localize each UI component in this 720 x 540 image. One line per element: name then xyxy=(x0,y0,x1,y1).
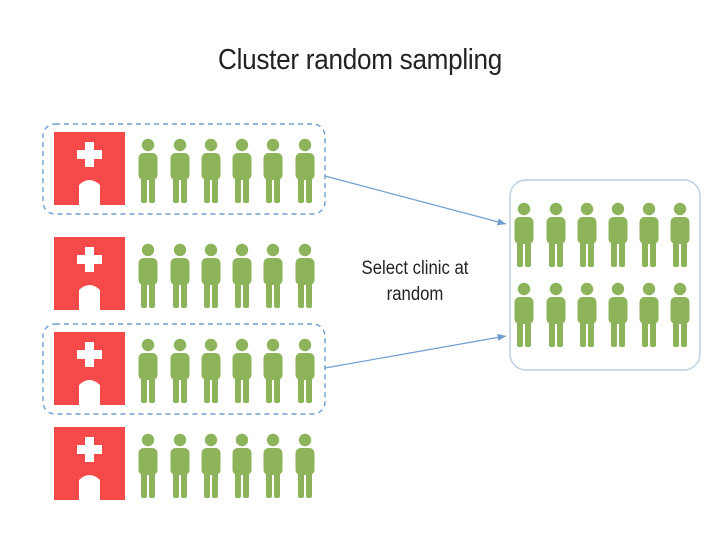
hospital-icon xyxy=(54,332,125,405)
selected-sample xyxy=(509,179,701,371)
person-icon xyxy=(201,433,221,498)
clinic-row xyxy=(54,427,315,500)
clinic-rows xyxy=(42,123,326,500)
person-icon xyxy=(639,282,659,347)
person-icon xyxy=(138,243,158,308)
person-icon xyxy=(201,338,221,403)
person-icon xyxy=(170,433,190,498)
person-icon xyxy=(263,338,283,403)
selection-arrow xyxy=(324,333,507,369)
person-icon xyxy=(670,202,690,267)
person-icon xyxy=(263,243,283,308)
person-icon xyxy=(232,138,252,203)
caption-line-2: random xyxy=(386,284,444,305)
person-icon xyxy=(546,282,566,347)
person-icon xyxy=(670,282,690,347)
clinic-row xyxy=(42,323,326,415)
person-icon xyxy=(170,138,190,203)
person-icon xyxy=(232,433,252,498)
person-icon xyxy=(295,338,315,403)
person-icon xyxy=(232,243,252,308)
person-icon xyxy=(577,282,597,347)
selected-cluster-outline xyxy=(42,123,326,215)
person-icon xyxy=(295,433,315,498)
selected-cluster-outline xyxy=(42,323,326,415)
person-icon xyxy=(170,243,190,308)
person-icon xyxy=(577,202,597,267)
person-icon xyxy=(263,433,283,498)
person-icon xyxy=(639,202,659,267)
hospital-icon xyxy=(54,132,125,205)
person-icon xyxy=(138,138,158,203)
person-icon xyxy=(201,243,221,308)
selection-arrow xyxy=(324,175,507,226)
person-icon xyxy=(295,243,315,308)
caption-line-1: Select clinic at xyxy=(361,258,469,279)
selection-arrows xyxy=(324,175,507,369)
diagram-title: Cluster random sampling xyxy=(218,44,502,76)
person-icon xyxy=(263,138,283,203)
person-icon xyxy=(295,138,315,203)
person-icon xyxy=(138,433,158,498)
person-icon xyxy=(232,338,252,403)
person-icon xyxy=(608,282,628,347)
clinic-row xyxy=(42,123,326,215)
hospital-icon xyxy=(54,237,125,310)
person-icon xyxy=(514,202,534,267)
sample-box xyxy=(509,179,701,371)
person-icon xyxy=(608,202,628,267)
person-icon xyxy=(201,138,221,203)
person-icon xyxy=(138,338,158,403)
selection-caption: Select clinic at random xyxy=(345,256,486,308)
clinic-row xyxy=(54,237,315,310)
person-icon xyxy=(546,202,566,267)
person-icon xyxy=(514,282,534,347)
person-icon xyxy=(170,338,190,403)
hospital-icon xyxy=(54,427,125,500)
